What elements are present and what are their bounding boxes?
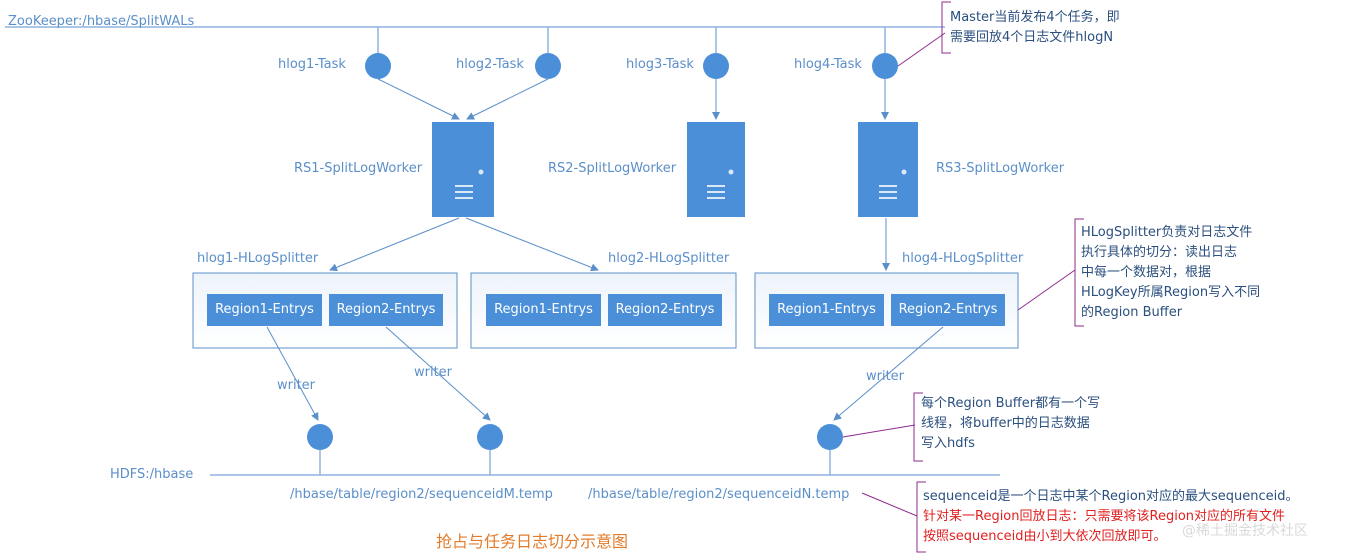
entry-box-2-region1: Region1-Entrys (494, 302, 593, 317)
temp-file-2: /hbase/table/region2/sequenceidN.temp (588, 487, 850, 502)
splitter-label-3: hlog4-HLogSplitter (902, 251, 1024, 266)
splitter-label-1: hlog1-HLogSplitter (197, 251, 319, 266)
server-rs2 (687, 122, 745, 217)
task-label-4: hlog4-Task (794, 57, 862, 72)
diagram-caption: 抢占与任务日志切分示意图 (436, 532, 629, 551)
task-node-1 (365, 53, 391, 79)
task-node-3 (703, 53, 729, 79)
task-node-4 (872, 53, 898, 79)
entry-box-3-region2: Region2-Entrys (898, 302, 998, 317)
task-label-2: hlog2-Task (456, 57, 524, 72)
server-rs3 (858, 122, 918, 217)
writer-label-3: writer (866, 369, 905, 384)
writer-label-2: writer (414, 365, 453, 380)
sequence-note-red-2: 按照sequenceid由小到大依次回放即可。 (923, 529, 1167, 544)
task-label-1: hlog1-Task (278, 57, 346, 72)
splitter-note: HLogSplitter负责对日志文件 执行具体的切分：读出日志 中每一个数据对… (1081, 225, 1261, 320)
worker-label-1: RS1-SplitLogWorker (294, 161, 423, 176)
master-note: Master当前发布4个任务，即 需要回放4个日志文件hlogN (950, 10, 1120, 45)
splitter-label-2: hlog2-HLogSplitter (608, 251, 730, 266)
zookeeper-label: ZooKeeper:/hbase/SplitWALs (8, 14, 195, 29)
task-node-2 (535, 53, 561, 79)
sequence-note: sequenceid是一个日志中某个Region对应的最大sequenceid。… (923, 487, 1299, 547)
entry-box-1-region1: Region1-Entrys (215, 302, 314, 317)
writer-node-1 (307, 424, 333, 450)
writer-label-1: writer (277, 378, 316, 393)
server-rs1 (432, 122, 494, 217)
task-label-3: hlog3-Task (626, 57, 694, 72)
writer-node-2 (477, 424, 503, 450)
worker-label-3: RS3-SplitLogWorker (936, 161, 1065, 176)
watermark: @稀土掘金技术社区 (1182, 523, 1308, 539)
worker-label-2: RS2-SplitLogWorker (548, 161, 677, 176)
entry-box-3-region1: Region1-Entrys (777, 302, 876, 317)
sequence-note-red-1: 针对某一Region回放日志：只需要将该Region对应的所有文件 (923, 509, 1286, 524)
entry-box-1-region2: Region2-Entrys (336, 302, 436, 317)
hdfs-label: HDFS:/hbase (110, 467, 194, 482)
entry-box-2-region2: Region2-Entrys (615, 302, 715, 317)
writer-node-3 (817, 424, 843, 450)
temp-file-1: /hbase/table/region2/sequenceidM.temp (290, 487, 553, 502)
buffer-note: 每个Region Buffer都有一个写 线程，将buffer中的日志数据 写入… (921, 396, 1101, 451)
